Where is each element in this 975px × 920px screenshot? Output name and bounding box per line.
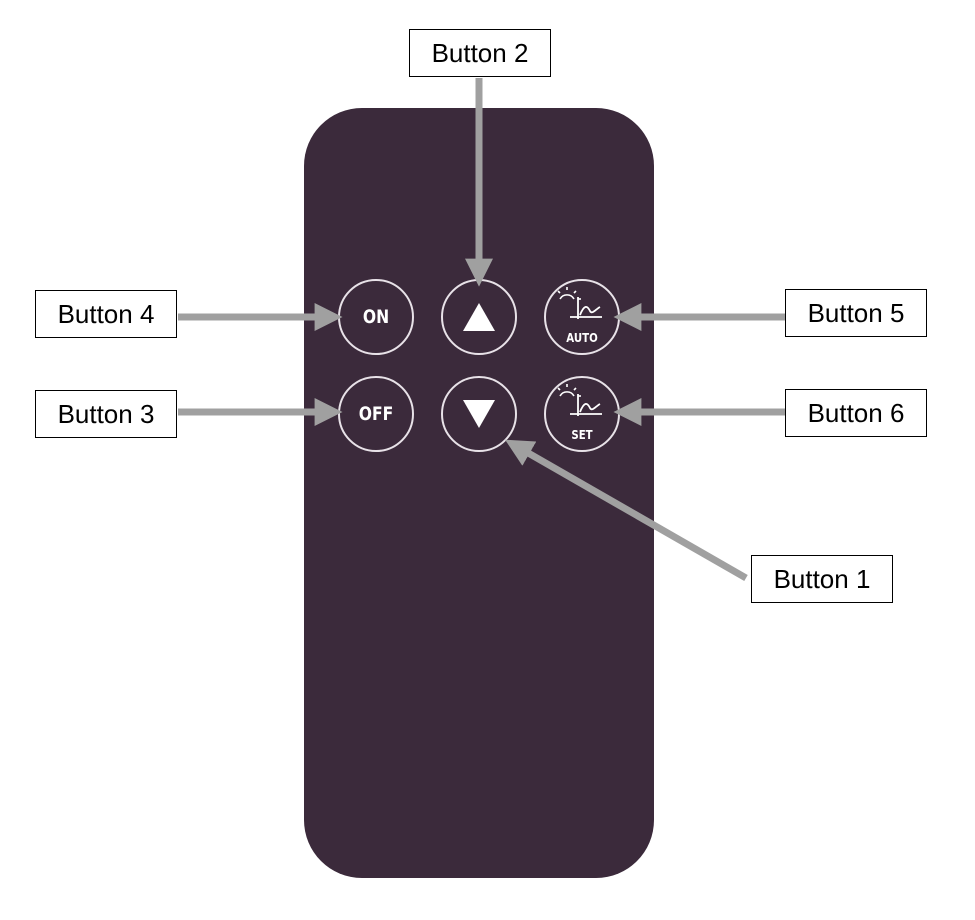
callout-button5: Button 5 (785, 289, 927, 337)
off-button-label: OFF (358, 403, 394, 425)
triangle-up-icon (463, 303, 495, 331)
sun-curve-icon (557, 384, 602, 416)
callout-button4: Button 4 (35, 290, 177, 338)
callout-button2: Button 2 (409, 29, 551, 77)
on-button-label: ON (362, 306, 390, 328)
off-button[interactable]: OFF (338, 376, 414, 452)
down-button[interactable] (441, 376, 517, 452)
auto-button[interactable]: AUTO (544, 279, 620, 355)
up-button[interactable] (441, 279, 517, 355)
callout-button6: Button 6 (785, 389, 927, 437)
on-button[interactable]: ON (338, 279, 414, 355)
callout-button3: Button 3 (35, 390, 177, 438)
sun-curve-icon (557, 287, 602, 319)
triangle-down-icon (463, 400, 495, 428)
remote-control: ON AUTO OFF (304, 108, 654, 878)
set-button[interactable]: SET (544, 376, 620, 452)
callout-button1: Button 1 (751, 555, 893, 603)
auto-button-label: AUTO (566, 331, 598, 345)
set-button-label: SET (571, 428, 593, 442)
